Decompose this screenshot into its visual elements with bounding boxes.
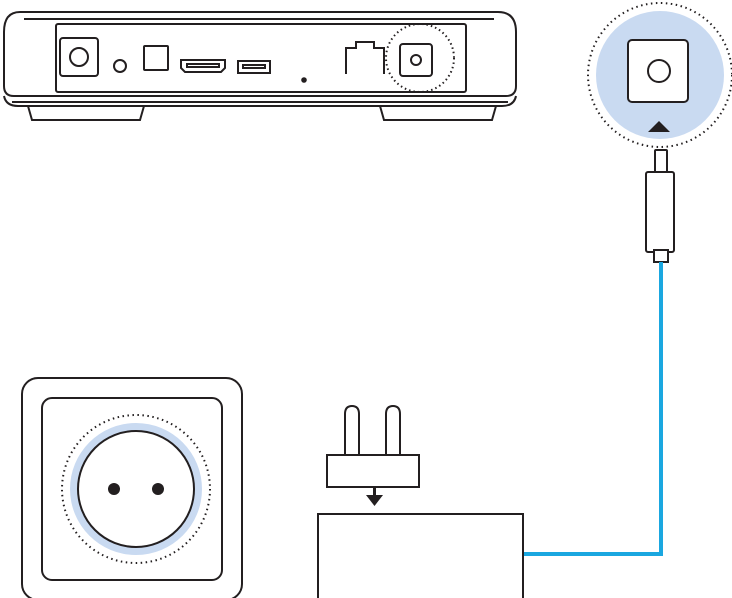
socket-hole-left [108, 483, 120, 495]
zoom-dc-port-hole [647, 59, 671, 83]
ir-sensor [113, 59, 127, 73]
reset-hole [301, 77, 307, 83]
socket-face [77, 430, 195, 548]
zoom-dc-port [627, 39, 689, 103]
set-top-box [3, 11, 517, 121]
dc-plug [645, 149, 675, 263]
power-cable [523, 262, 663, 556]
dc-in-port [399, 43, 433, 77]
triangle-up-icon [648, 121, 670, 132]
optical-port [143, 45, 169, 71]
dc-in-zoom [587, 2, 732, 148]
box-base-rim [3, 95, 517, 107]
socket-dotted-ring [61, 414, 211, 564]
box-body [3, 11, 517, 97]
usb-port [237, 60, 271, 74]
adapter-prong-right [385, 404, 401, 456]
dc-in-port-hole [410, 54, 422, 66]
zoom-dotted-ring [587, 2, 732, 148]
adapter-prong-left [344, 404, 360, 456]
dc-plug-strain-relief [653, 249, 669, 263]
box-foot-right [379, 105, 497, 121]
dc-in-highlight-ring [385, 23, 455, 93]
adapter-plug-base [326, 454, 420, 488]
usb-port-inner [242, 64, 266, 69]
arrow-down-icon [366, 488, 383, 506]
ethernet-port [345, 41, 385, 74]
socket-hole-right [152, 483, 164, 495]
hdmi-port [180, 59, 226, 73]
dc-plug-tip [654, 149, 668, 175]
port-panel [55, 23, 467, 93]
power-button-ring [69, 47, 89, 67]
dc-plug-body [645, 171, 675, 253]
box-foot-left [27, 105, 145, 121]
hdmi-port-inner [186, 63, 220, 68]
wall-socket [21, 377, 243, 598]
adapter-body [317, 513, 524, 598]
power-adapter [317, 404, 524, 598]
power-button [59, 37, 99, 77]
